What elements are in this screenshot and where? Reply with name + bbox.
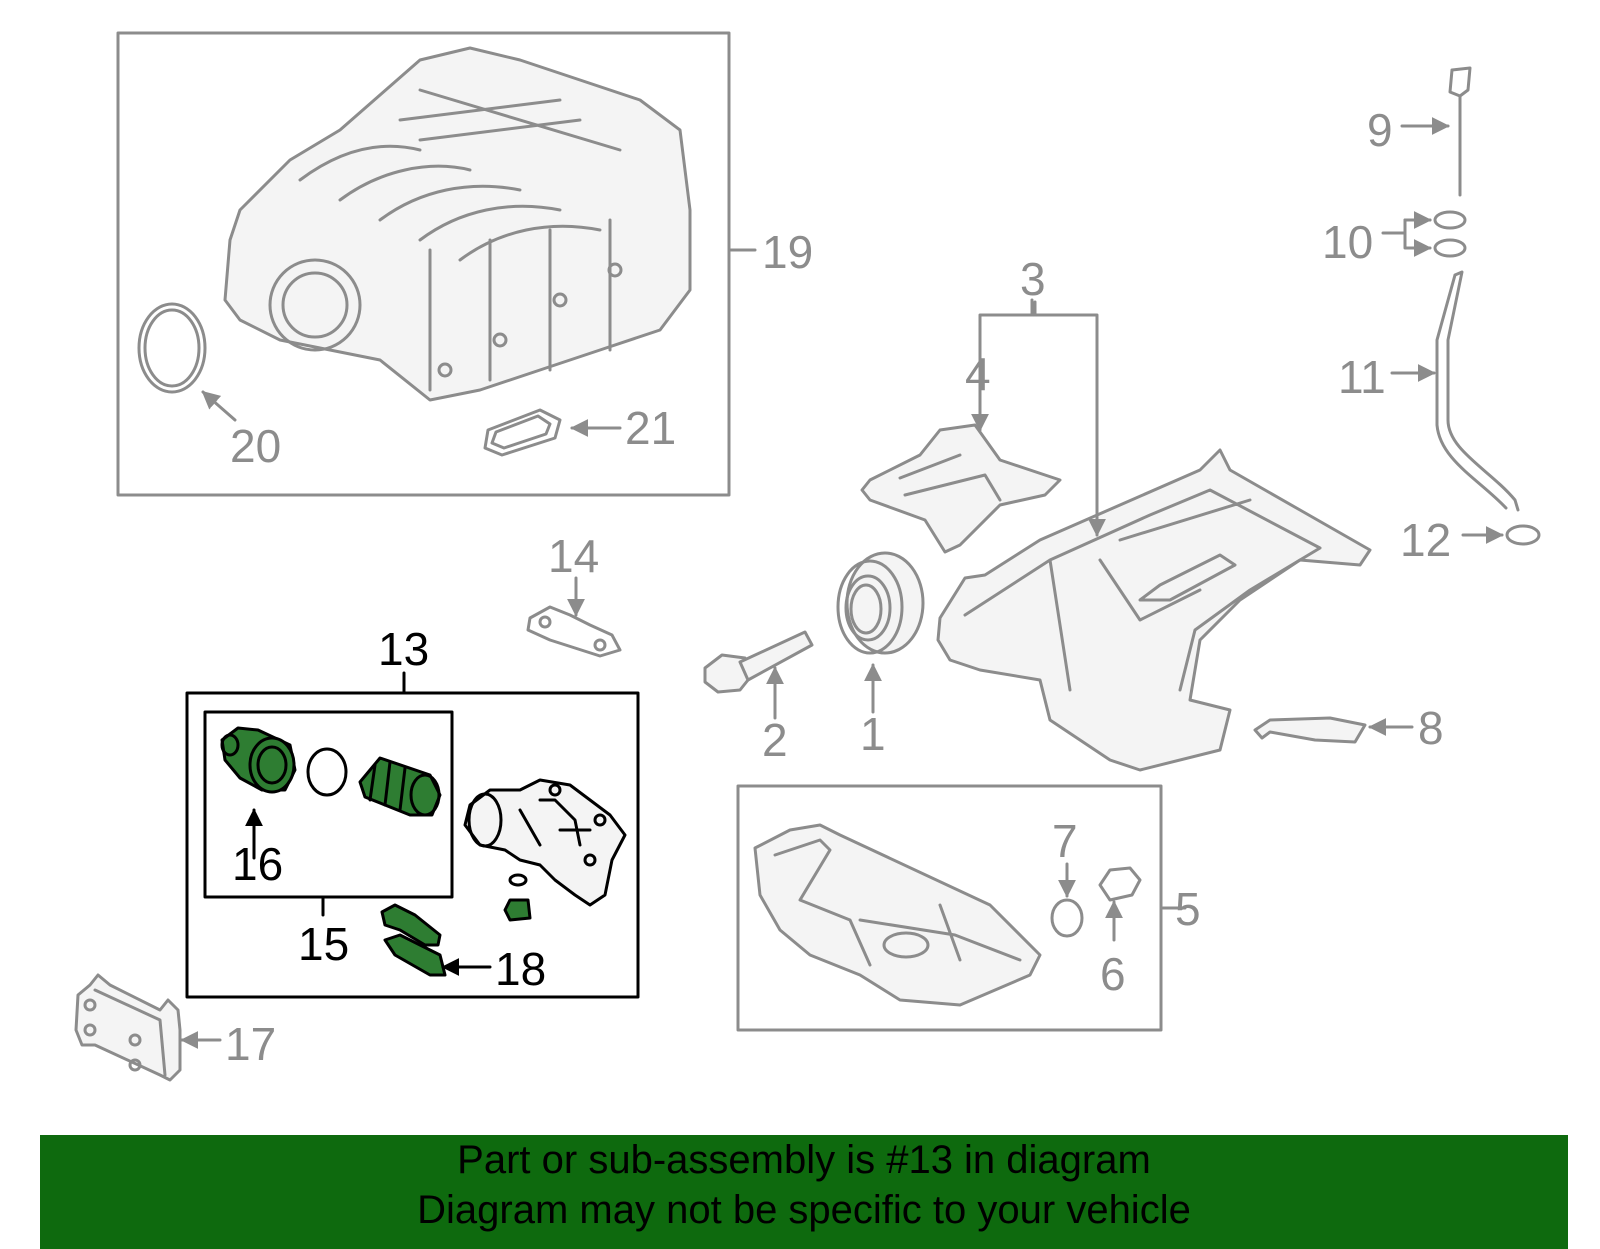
bracket-18[interactable] (380, 903, 447, 977)
bolt-2[interactable] (703, 630, 814, 694)
intake-manifold-group: 19 20 21 (116, 31, 813, 497)
seal-1[interactable] (836, 551, 925, 655)
callout-3: 3 (1020, 253, 1046, 305)
gasket-20[interactable] (137, 302, 207, 394)
callout-1: 1 (860, 708, 886, 760)
callout-9: 9 (1367, 104, 1393, 156)
oil-cooler-17[interactable] (74, 973, 182, 1082)
callout-15: 15 (298, 918, 349, 970)
o-ring-10a[interactable] (1433, 210, 1467, 230)
lower-oil-pan-group: 5 6 7 (736, 784, 1201, 1032)
gasket-14-group: 14 (526, 530, 622, 658)
callout-7: 7 (1052, 815, 1078, 867)
dipstick-tube-11[interactable] (1435, 270, 1520, 512)
lower-oil-pan-box (736, 784, 1163, 1032)
footer-line-2: Diagram may not be specific to your vehi… (417, 1188, 1191, 1232)
baffle-4[interactable] (860, 423, 1062, 554)
callout-4: 4 (965, 348, 991, 400)
oil-filter-element[interactable] (358, 756, 442, 817)
intake-manifold-box (116, 31, 731, 497)
callout-2: 2 (762, 714, 788, 766)
gasket-21[interactable] (483, 408, 562, 457)
callout-13: 13 (378, 623, 429, 675)
dipstick-9[interactable] (1448, 66, 1472, 197)
callout-14: 14 (548, 530, 599, 582)
callout-6: 6 (1100, 948, 1126, 1000)
bracket-8[interactable] (1253, 716, 1367, 744)
lower-oil-pan-5[interactable] (753, 823, 1042, 1007)
callout-16: 16 (232, 838, 283, 890)
footer-banner: Part or sub-assembly is #13 in diagram D… (40, 1135, 1568, 1249)
o-ring-10b[interactable] (1433, 238, 1467, 258)
dipstick-group: 9 10 11 12 (1322, 66, 1541, 566)
filter-cap-16[interactable] (220, 726, 297, 794)
sub-assembly-15-box (203, 710, 454, 899)
callout-17: 17 (225, 1018, 276, 1070)
o-ring-7[interactable] (1050, 898, 1084, 938)
callout-10: 10 (1322, 216, 1373, 268)
callout-19: 19 (762, 226, 813, 278)
gasket-14[interactable] (526, 605, 622, 658)
footer-line-1: Part or sub-assembly is #13 in diagram (457, 1138, 1151, 1182)
o-ring-15[interactable] (306, 747, 348, 797)
callout-11: 11 (1338, 351, 1386, 403)
callout-18: 18 (495, 943, 546, 995)
callout-21: 21 (625, 402, 676, 454)
callout-20: 20 (230, 420, 281, 472)
oil-cooler-group: 17 (74, 973, 276, 1082)
o-ring-12[interactable] (1505, 524, 1541, 546)
oil-filter-housing-group: 13 15 16 18 (185, 623, 640, 999)
upper-oil-pan-3[interactable] (936, 448, 1372, 772)
callout-5: 5 (1175, 883, 1201, 935)
intake-manifold-part[interactable] (223, 46, 692, 402)
callout-8: 8 (1418, 702, 1444, 754)
oil-filter-housing[interactable] (463, 778, 627, 922)
upper-oil-pan-group: 3 4 1 2 8 (703, 253, 1444, 772)
assembly-13-box (185, 691, 640, 999)
drain-plug-6[interactable] (1098, 866, 1142, 902)
callout-12: 12 (1400, 514, 1451, 566)
